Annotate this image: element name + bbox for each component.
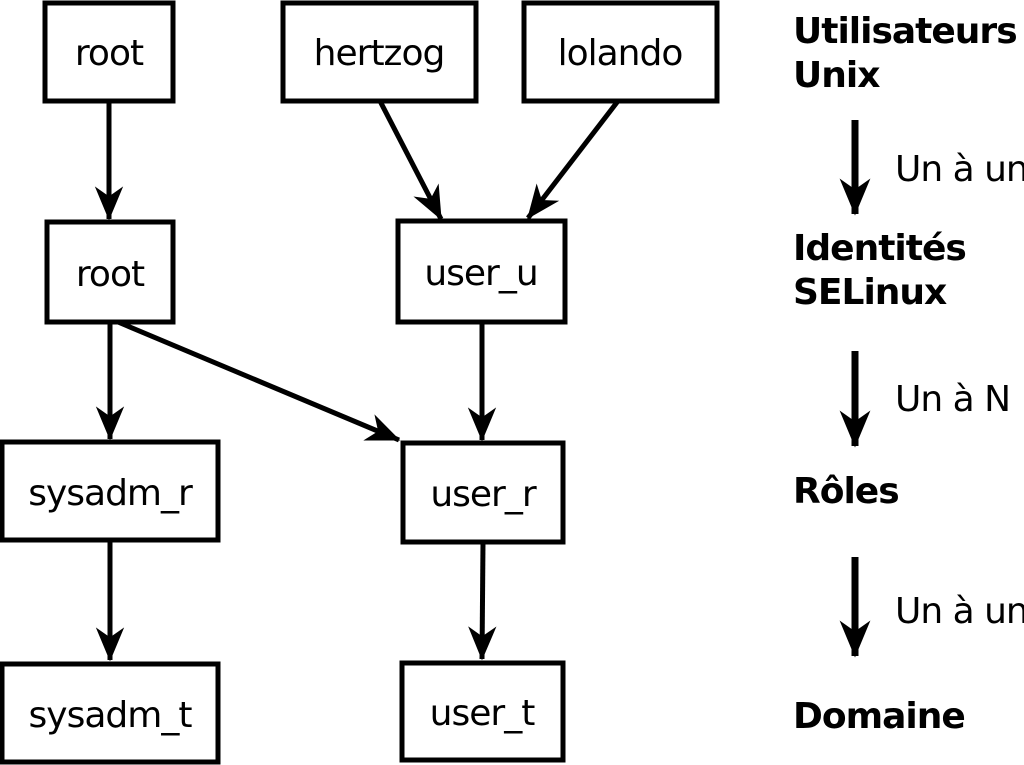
legend-relation-one-to-one-2: Un à un	[895, 591, 1024, 632]
legend-identites-line2: SELinux	[793, 272, 947, 313]
node-role-user-r: user_r	[400, 440, 566, 545]
legend-utilisateurs-line2: Unix	[793, 55, 880, 96]
legend-identites-line1: Identités	[793, 228, 966, 269]
node-unix-hertzog: hertzog	[280, 0, 479, 104]
node-domain-user-t-box	[399, 660, 566, 763]
edge-user-r-to-user-t	[468, 541, 497, 661]
node-domain-sysadm-t-box	[0, 661, 221, 765]
node-domain-user-t: user_t	[399, 660, 566, 763]
node-role-sysadm-r-label: sysadm_r	[28, 473, 193, 514]
legend-roles: Rôles	[793, 471, 899, 512]
node-unix-root: root	[42, 0, 176, 104]
node-unix-lolando: lolando	[521, 0, 720, 104]
node-selinux-user-u: user_u	[395, 218, 568, 325]
node-selinux-user-u-label: user_u	[424, 253, 537, 294]
node-unix-root-box	[42, 0, 176, 104]
legend-domaine: Domaine	[793, 696, 965, 737]
node-selinux-root: root	[44, 219, 176, 325]
edge-hertzog-to-user-u	[377, 99, 444, 221]
node-selinux-user-u-box	[395, 218, 568, 325]
edge-selinux-root-to-user-r	[117, 319, 401, 443]
node-domain-sysadm-t: sysadm_t	[0, 661, 221, 765]
node-selinux-root-box	[44, 219, 176, 325]
node-role-user-r-box	[400, 440, 566, 545]
node-unix-hertzog-box	[280, 0, 479, 104]
edge-lolando-to-user-u	[526, 99, 620, 220]
node-unix-lolando-box	[521, 0, 720, 104]
node-role-sysadm-r: sysadm_r	[0, 439, 221, 543]
node-selinux-root-label: root	[76, 254, 145, 295]
legend-relation-one-to-one-1: Un à un	[895, 149, 1024, 190]
node-domain-sysadm-t-label: sysadm_t	[29, 695, 193, 736]
node-role-sysadm-r-box	[0, 439, 221, 543]
legend-relation-one-to-n: Un à N	[895, 379, 1010, 420]
node-unix-root-label: root	[75, 33, 144, 74]
legend-utilisateurs-line1: Utilisateurs	[793, 11, 1017, 52]
node-unix-lolando-label: lolando	[558, 33, 683, 74]
node-unix-hertzog-label: hertzog	[314, 33, 445, 74]
node-domain-user-t-label: user_t	[430, 693, 536, 734]
legend-column: Utilisateurs Unix Un à un Identités SELi…	[793, 11, 1024, 737]
node-role-user-r-label: user_r	[430, 474, 537, 515]
